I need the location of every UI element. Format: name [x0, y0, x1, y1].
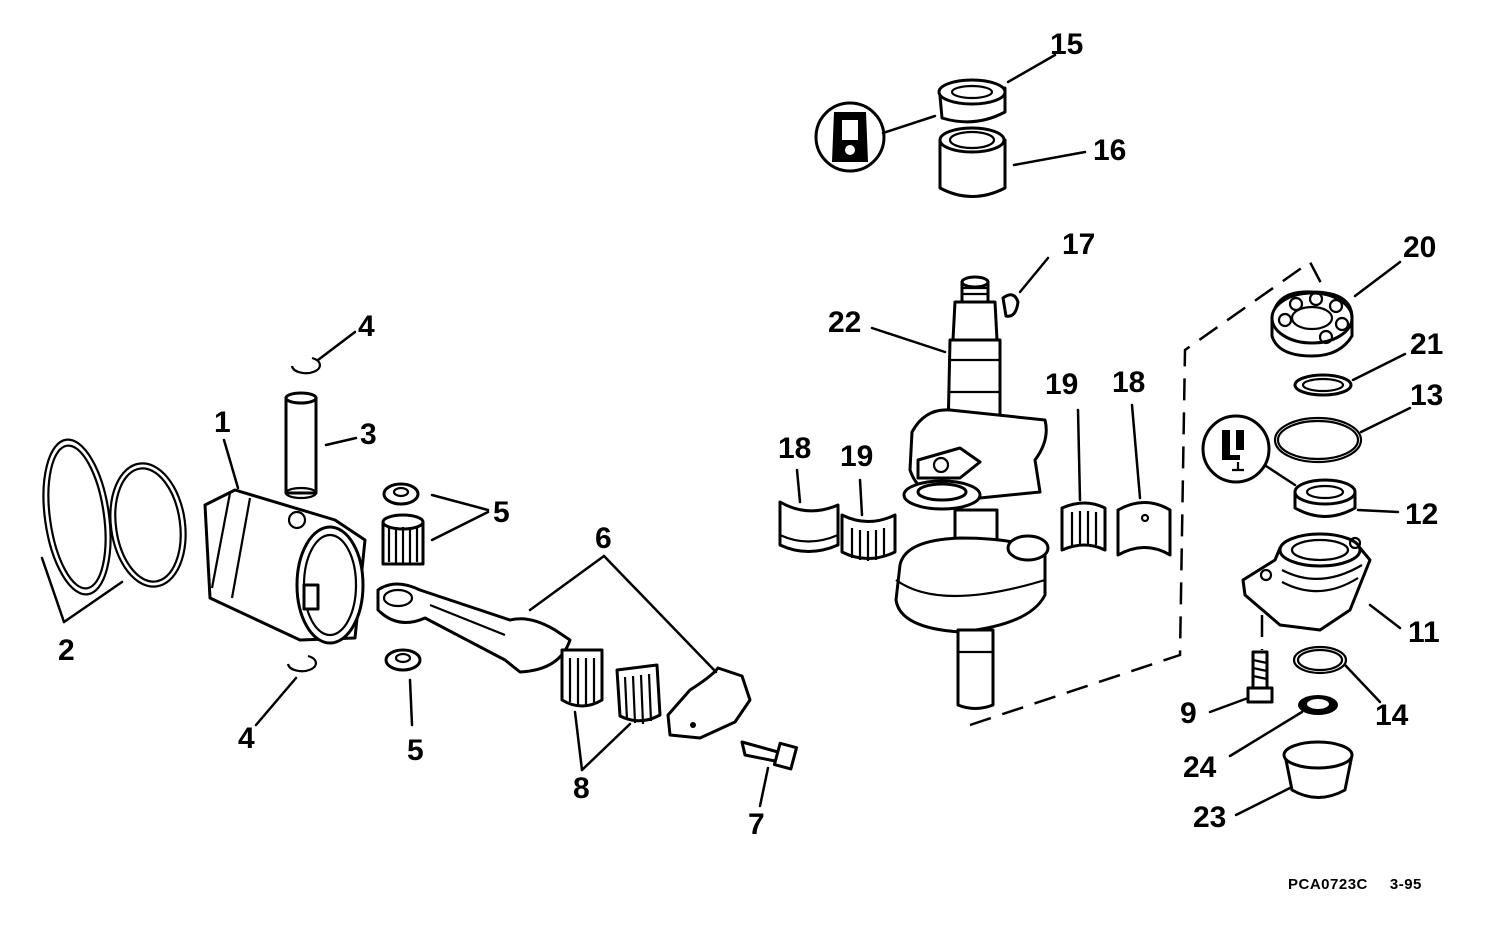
bearing-retaining-ring [1293, 373, 1353, 397]
piston [203, 488, 367, 645]
callout-21: 21 [1410, 328, 1443, 361]
callout-14: 14 [1375, 699, 1409, 732]
callout-20: 20 [1403, 231, 1436, 264]
housing-bolt [1246, 650, 1274, 704]
callout-2: 2 [58, 634, 75, 667]
piston-ring-upper [42, 438, 112, 596]
callout-4-top: 4 [358, 310, 375, 343]
drawing-date: 3-95 [1389, 876, 1422, 893]
piston-ring-lower [109, 462, 187, 588]
rod-bearing-half-right [615, 663, 662, 725]
leader-lines-right [1208, 260, 1412, 817]
callout-12: 12 [1405, 498, 1438, 531]
thrust-washer-lower [384, 648, 422, 672]
callout-5-bottom: 5 [407, 734, 424, 767]
callout-13: 13 [1410, 379, 1443, 412]
callout-8: 8 [573, 772, 590, 805]
lower-bearing-housing [1241, 532, 1372, 632]
wrist-pin-needle-bearing [381, 513, 425, 566]
callout-1: 1 [214, 406, 231, 439]
o-ring [1273, 416, 1363, 464]
lower-oil-seal [1298, 695, 1338, 715]
leader-lines-crank [795, 256, 1142, 517]
callout-16: 16 [1093, 134, 1126, 167]
callout-5-top: 5 [493, 496, 510, 529]
leader-15 [1006, 53, 1057, 84]
retaining-ring-upper [290, 356, 322, 375]
callout-23: 23 [1193, 801, 1226, 834]
callout-18-left: 18 [778, 432, 811, 465]
drawing-number: PCA0723C [1288, 876, 1368, 893]
callout-24: 24 [1183, 751, 1217, 784]
rod-bearing-half-left [560, 648, 604, 708]
connecting-rod-cap [666, 666, 752, 740]
callout-9: 9 [1180, 697, 1197, 730]
crankshaft [894, 275, 1050, 710]
connecting-rod [376, 582, 572, 674]
main-bearing-half-19-left [840, 513, 897, 561]
callout-18-right: 18 [1112, 366, 1145, 399]
ball-bearing [1270, 290, 1354, 358]
end-cap [1282, 740, 1354, 799]
assembly-dashed-bracket [969, 260, 1324, 727]
sealant-symbol-icon [1201, 414, 1271, 484]
thrust-washer-upper [382, 482, 420, 506]
lower-o-ring [1292, 645, 1348, 675]
main-bearing-half-18-left [778, 500, 840, 553]
callout-11: 11 [1408, 616, 1440, 649]
callout-19-right: 19 [1045, 368, 1078, 401]
seal [937, 78, 1007, 124]
callout-4-bottom: 4 [238, 722, 255, 755]
lubricant-symbol-icon [814, 101, 886, 173]
callout-19-left: 19 [840, 440, 873, 473]
leader-lubricant [881, 114, 937, 135]
callout-6: 6 [595, 522, 612, 555]
lower-seal [1293, 478, 1357, 518]
rod-bolt [740, 740, 799, 771]
leader-16 [1012, 150, 1087, 167]
wrist-pin [284, 391, 318, 500]
retaining-ring-lower [286, 654, 318, 673]
callout-17: 17 [1062, 228, 1095, 261]
main-bearing-half-18-right [1116, 501, 1172, 557]
crankshaft-key [1001, 293, 1020, 318]
needle-bearing-top [938, 126, 1007, 198]
leader-lines-left [40, 330, 770, 808]
drawing-code: PCA0723C 3-95 [1288, 876, 1444, 893]
callout-22: 22 [828, 306, 861, 339]
callout-3: 3 [360, 418, 377, 451]
main-bearing-half-19-right [1060, 501, 1107, 552]
callout-15: 15 [1050, 28, 1083, 61]
callout-7: 7 [748, 808, 765, 841]
